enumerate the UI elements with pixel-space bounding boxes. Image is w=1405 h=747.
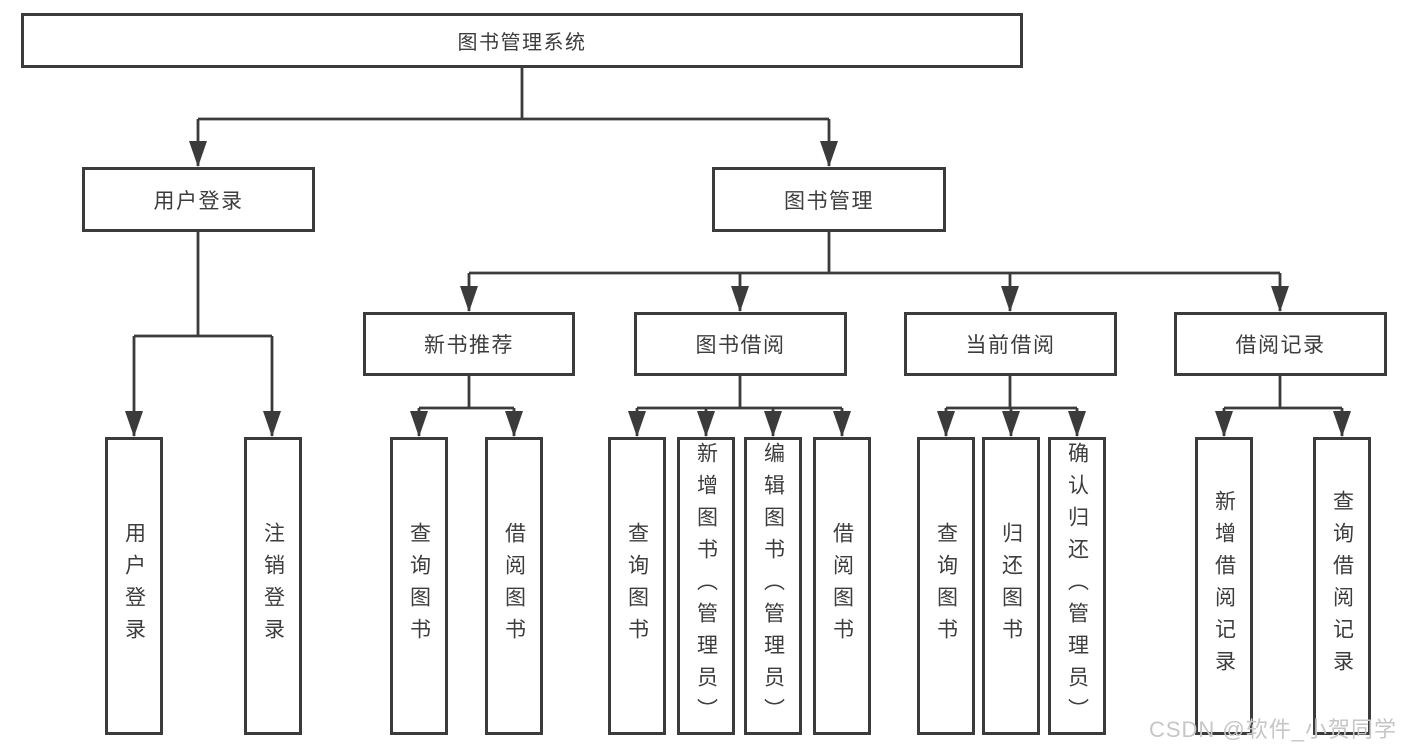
leaf-add-borrow-record: 新增借阅记录 <box>1195 437 1253 735</box>
leaf-edit-book-admin: 编辑图书（管理员） <box>744 437 802 735</box>
node-book-borrow-label: 图书借阅 <box>695 334 786 357</box>
node-user-login: 用户登录 <box>82 167 315 232</box>
leaf-confirm-return-admin: 确认归还（管理员） <box>1048 437 1106 735</box>
leaf-borrow-books: 借阅图书 <box>813 437 871 735</box>
leaf-query-books-borrow: 查询图书 <box>608 437 666 735</box>
node-new-book-recommend: 新书推荐 <box>363 312 575 376</box>
leaf-borrow-books-recommend: 借阅图书 <box>485 437 543 735</box>
node-borrow-records: 借阅记录 <box>1174 312 1387 376</box>
node-new-book-recommend-label: 新书推荐 <box>424 334 514 357</box>
watermark: CSDN @软件_小贺同学 <box>1148 717 1397 742</box>
node-book-management-label: 图书管理 <box>784 189 874 213</box>
node-root: 图书管理系统 <box>21 13 1023 68</box>
node-book-borrow: 图书借阅 <box>634 312 847 376</box>
leaf-query-books-current: 查询图书 <box>917 437 975 735</box>
leaf-logout: 注销登录 <box>244 437 302 735</box>
node-current-borrow-label: 当前借阅 <box>965 334 1056 357</box>
node-user-login-label: 用户登录 <box>153 189 244 213</box>
leaf-query-books-recommend: 查询图书 <box>390 437 448 735</box>
connector-path <box>132 68 1344 436</box>
node-borrow-records-label: 借阅记录 <box>1235 334 1326 357</box>
leaf-query-borrow-record: 查询借阅记录 <box>1313 437 1371 735</box>
leaf-add-book-admin: 新增图书（管理员） <box>677 437 735 735</box>
arrowheads <box>125 141 1351 437</box>
node-book-management: 图书管理 <box>712 167 946 232</box>
node-current-borrow: 当前借阅 <box>904 312 1117 376</box>
leaf-return-book: 归还图书 <box>982 437 1040 735</box>
node-root-label: 图书管理系统 <box>457 32 587 54</box>
leaf-user-login: 用户登录 <box>105 437 163 735</box>
